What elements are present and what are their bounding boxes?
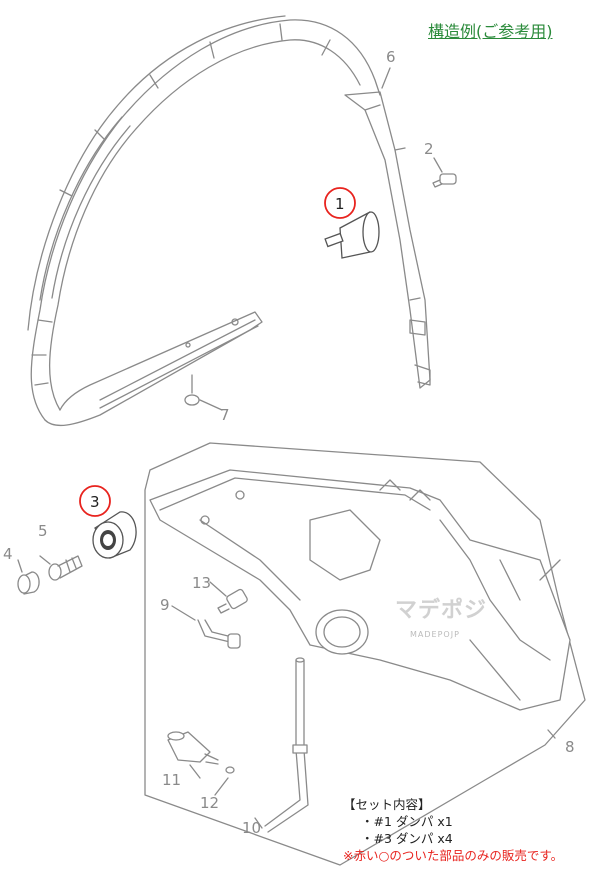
label-2: 2 (424, 140, 434, 158)
cap-part-4 (17, 571, 40, 595)
sales-notice: ※赤い○のついた部品のみの販売です。 (343, 848, 564, 863)
set-contents-note: 【セット内容】 ・#1 ダンパ x1 ・#3 ダンパ x4 ※赤い○のついた部品… (343, 796, 563, 864)
label-9: 9 (160, 596, 170, 614)
part-11 (167, 731, 219, 765)
set-contents-heading: 【セット内容】 (343, 797, 431, 812)
screw-part-7 (184, 374, 200, 406)
label-6: 6 (386, 48, 396, 66)
bolt-part-5 (48, 555, 83, 581)
diagram-title: 構造例(ご参考用) (428, 22, 553, 41)
set-item: ・#3 ダンパ x4 (361, 831, 453, 846)
label-4: 4 (3, 545, 13, 563)
highlight-circle-1 (324, 187, 356, 219)
highlight-circle-3 (79, 485, 111, 517)
label-3: 3 (90, 493, 100, 511)
watermark-logo: マデポジ (395, 598, 488, 623)
handlebar-part-6 (27, 15, 431, 427)
watermark-sub: MADEPOJP (410, 630, 460, 639)
label-11: 11 (162, 771, 181, 789)
screw-part-2 (432, 173, 457, 188)
pipe-part-10 (264, 657, 309, 833)
label-12: 12 (200, 794, 219, 812)
label-5: 5 (38, 522, 48, 540)
label-7: 7 (220, 406, 230, 424)
label-13: 13 (192, 574, 211, 592)
label-8: 8 (565, 738, 575, 756)
housing-part-8 (144, 442, 586, 866)
label-10: 10 (242, 819, 261, 837)
label-1: 1 (335, 195, 345, 213)
damper-part-3 (79, 485, 137, 559)
damper-part-1 (324, 187, 380, 259)
set-item: ・#1 ダンパ x1 (361, 814, 453, 829)
hose-part-9 (197, 619, 241, 649)
part-13 (217, 588, 248, 614)
oring-part-12 (225, 766, 235, 774)
